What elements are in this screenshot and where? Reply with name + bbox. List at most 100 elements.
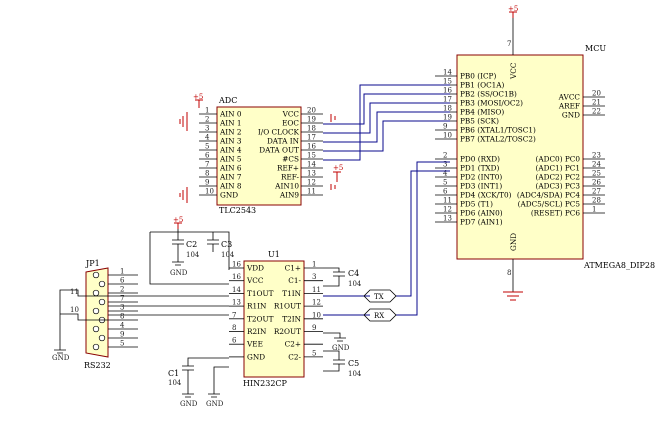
max232-pin-label: C1-: [288, 276, 301, 285]
mcu-pin-label: (ADC5/SCL) PC5: [518, 200, 581, 209]
adc-pin-number: 14: [307, 161, 316, 169]
adc-ref-power-label: +5: [333, 164, 343, 172]
adc-pin-number: 6: [205, 152, 210, 160]
max232-pin-label: T1OUT: [247, 289, 274, 298]
max232-pin-label: T1IN: [282, 289, 301, 298]
mcu-pin-label: PB0 (ICP): [460, 72, 496, 81]
adc-vcc-power-label: +5: [193, 93, 203, 101]
adc-pin-number: 11: [307, 188, 316, 196]
adc-pin-number: 13: [307, 170, 316, 178]
adc-pin-label: AIN10: [274, 182, 299, 191]
mcu-pin-adc1-pc1: 24(ADC1) PC1: [536, 161, 605, 173]
mcu-pin-number: 11: [443, 197, 452, 205]
mcu-pin-number: 23: [592, 152, 601, 160]
mcu-pin-adc4-sda-pc4: 27(ADC4/SDA) PC4: [517, 188, 605, 200]
adc-pin-label: AIN 4: [219, 146, 242, 155]
max232-pin-label: T2IN: [282, 314, 301, 323]
max232-pin-number: 16: [232, 261, 241, 269]
adc-pin-label: REF+: [277, 164, 299, 173]
jp1-gnd-label: GND: [52, 354, 70, 362]
mcu-pin-adc2-pc2: 25(ADC2) PC2: [536, 170, 605, 182]
adc-pin-label: GND: [220, 191, 238, 200]
adc-pin-label: AIN 0: [219, 110, 242, 119]
mcu-pin-number: 3: [443, 161, 447, 169]
max232-pin-number: 3: [312, 273, 316, 281]
mcu-gnd-pin-number: 8: [507, 269, 511, 277]
max232-pin-number: 13: [232, 299, 241, 307]
adc-pin-i-o-clock: 18I/O CLOCK: [258, 125, 323, 137]
adc-pin-label: AIN 5: [219, 155, 242, 164]
adc-pin-number: 10: [205, 188, 214, 196]
jp1-pin: 3: [92, 304, 138, 315]
mcu-pin-number: 1: [592, 206, 596, 214]
adc-pin-number: 16: [307, 143, 316, 151]
mcu-pin-label: AVCC: [558, 93, 581, 102]
mcu-pin-adc0-pc0: 23(ADC0) PC0: [536, 152, 605, 164]
jp1-pin: 7: [98, 295, 138, 306]
adc-pin-label: DATA OUT: [259, 146, 299, 155]
mcu-pin-number: 25: [592, 170, 601, 178]
capacitor-c1: C1 104 GND GND: [168, 357, 229, 408]
adc-label: ADC: [218, 96, 237, 105]
mcu-pin-label: (ADC4/SDA) PC4: [517, 191, 580, 200]
mcu-pin-label: PD2 (INT0): [460, 173, 502, 182]
c2-gnd-label: GND: [170, 269, 188, 277]
mcu-pin-number: 6: [443, 188, 448, 196]
adc-pin-label: REF-: [281, 173, 300, 182]
adc-power-symbols: +5 +5: [179, 93, 343, 203]
max232-pin-number: 7: [232, 311, 236, 319]
mcu-power-symbols: +5: [503, 5, 523, 301]
adc-pin-number: 1: [205, 107, 209, 115]
jp1-pin: 4: [92, 322, 138, 333]
jp1-pin-number: 5: [120, 340, 124, 348]
mcu-label: MCU: [585, 44, 606, 53]
adc-pin-label: AIN 1: [219, 119, 242, 128]
mcu-pin-number: 5: [443, 179, 447, 187]
max232-pin-label: VEE: [246, 340, 263, 349]
jp1-pin-number: 3: [120, 304, 124, 312]
adc-pin-label: DATA IN: [267, 137, 300, 146]
mcu-pin-label: (ADC3) PC3: [536, 182, 581, 191]
max232-pin-label: R2OUT: [274, 327, 301, 336]
capacitors: C2 104 +5 GND C3 104 C4 104 C5 104 C1: [149, 216, 362, 408]
max232-pin-number: 10: [312, 311, 321, 319]
t2in-gnd-label: GND: [332, 344, 350, 352]
adc-pin-data-out: 16 DATA OUT: [259, 143, 323, 155]
max232-pin-t1out: 14 T1OUT: [229, 286, 274, 298]
adc-pin-label: AIN 7: [219, 173, 242, 182]
mcu-pin-label: PB4 (MISO): [460, 108, 504, 117]
adc-pin-number: 12: [307, 179, 316, 187]
adc-pin-label: AIN 8: [219, 182, 242, 191]
max232-pin-t2in: 10 T2IN: [282, 311, 323, 323]
adc-pin-number: 15: [307, 152, 316, 160]
capacitor-c2: C2 104 +5 GND: [149, 216, 230, 285]
max232-pin-number: 14: [232, 286, 241, 294]
max232-pin-label: R1OUT: [274, 302, 301, 311]
max232-pin-gnd: GND: [229, 352, 265, 361]
max232-pin-label: C1+: [285, 264, 301, 273]
jp1-wire-pin-10: 10: [70, 306, 79, 314]
max232-pin-label: C2+: [285, 340, 301, 349]
max232-pin-number: 5: [312, 349, 316, 357]
rx-net-label: RX: [374, 312, 384, 320]
